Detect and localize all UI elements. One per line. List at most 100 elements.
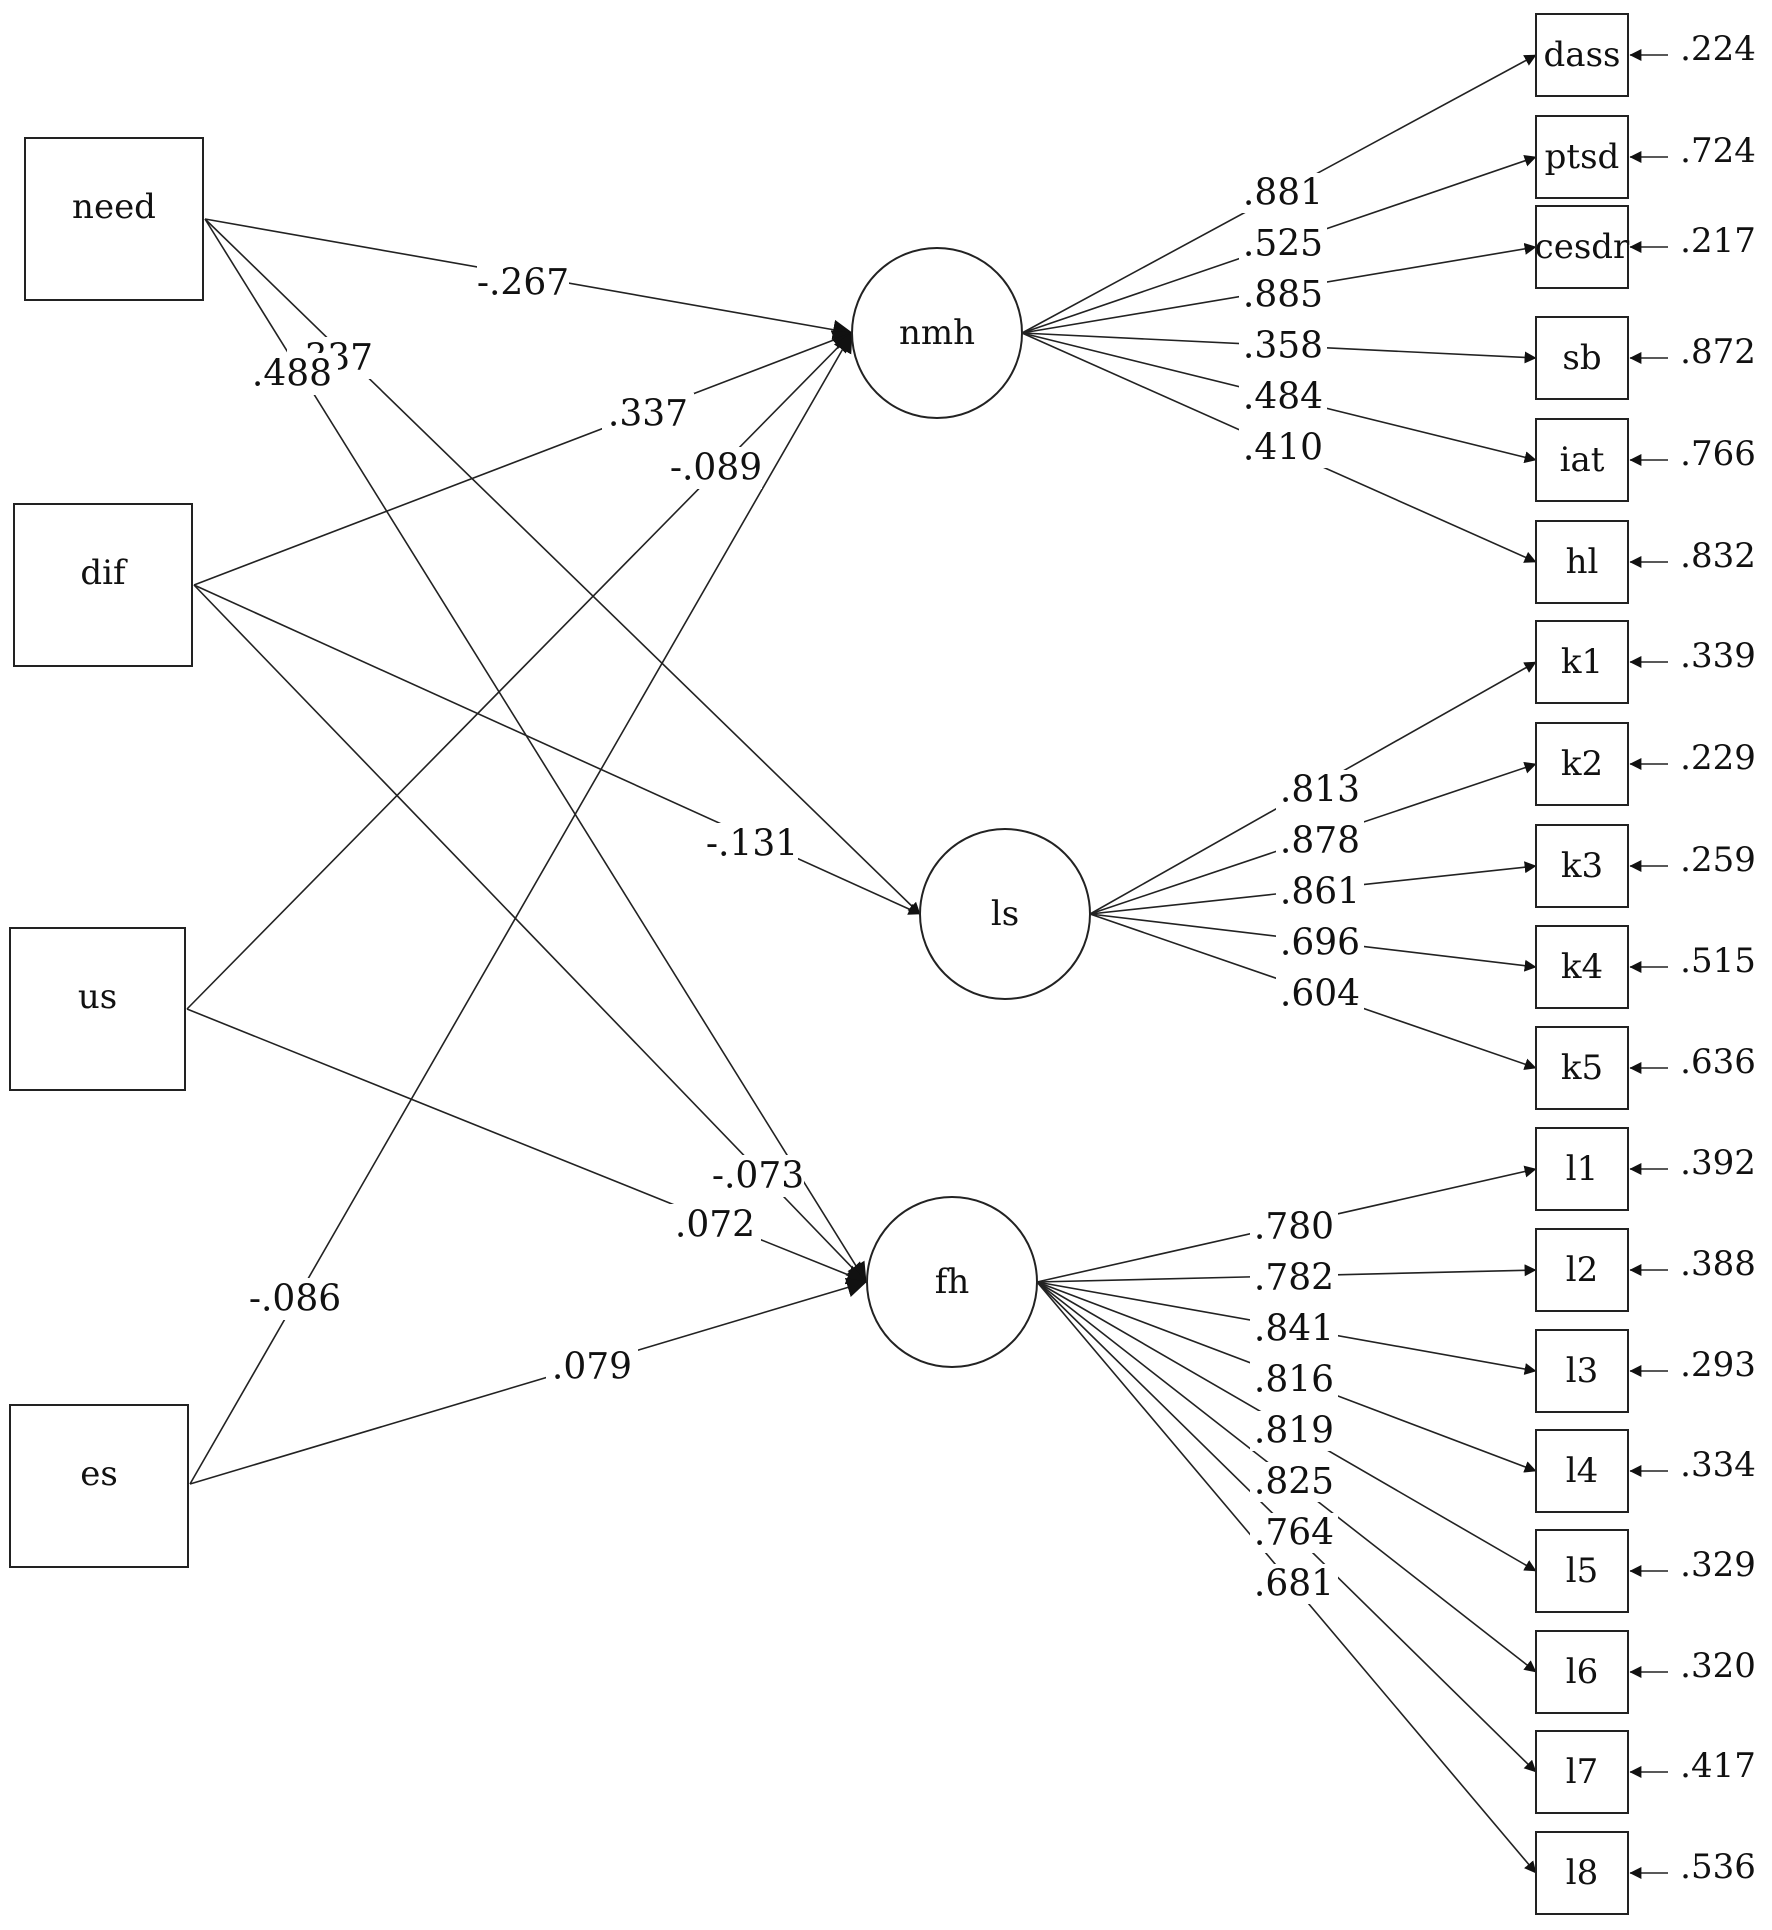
loading-label-k4: .696 [1280, 923, 1360, 964]
exogenous-box-dif [13, 503, 193, 667]
loading-bg [1250, 1258, 1338, 1298]
error-label-sb: .872 [1680, 332, 1756, 372]
loading-bg [1276, 821, 1364, 861]
loading-label-l2: .782 [1254, 1258, 1334, 1299]
indicator-box-l3 [1535, 1329, 1629, 1413]
indicator-label-iat: iat [1560, 440, 1605, 480]
loading-label-hl: .410 [1243, 428, 1323, 469]
loading-label-l8: .681 [1254, 1564, 1334, 1605]
coef-bg [706, 823, 798, 865]
loading-bg [1250, 1564, 1338, 1604]
error-label-l5: .329 [1680, 1545, 1756, 1585]
coef-label-dif-fh: -.073 [712, 1156, 804, 1197]
loading-label-l7: .764 [1254, 1513, 1334, 1554]
loading-label-l3: .841 [1254, 1309, 1334, 1350]
loading-label-ptsd: .525 [1243, 224, 1323, 265]
coef-bg [249, 1278, 341, 1320]
error-label-k3: .259 [1680, 840, 1756, 880]
loading-bg [1239, 224, 1327, 264]
indicator-box-l4 [1535, 1429, 1629, 1513]
indicator-label-dass: dass [1544, 35, 1621, 75]
indicator-label-k3: k3 [1561, 846, 1603, 886]
nodes-layer: dassptsdcesdrsbiathlk1k2k3k4k5l1l2l3l4l5… [9, 13, 1630, 1915]
error-label-k1: .339 [1680, 636, 1756, 676]
indicator-label-l2: l2 [1566, 1250, 1599, 1290]
indicator-box-k1 [1535, 620, 1629, 704]
exogenous-label-es: es [80, 1454, 118, 1494]
exogenous-label-us: us [78, 977, 117, 1017]
exogenous-label-dif: dif [80, 553, 128, 593]
coef-bg [712, 1155, 804, 1197]
indicator-box-cesdr [1535, 205, 1629, 289]
indicator-box-l5 [1535, 1529, 1629, 1613]
error-label-k2: .229 [1680, 738, 1756, 778]
indicator-box-ptsd [1535, 115, 1629, 199]
indicator-box-dass [1535, 13, 1629, 97]
indicator-box-sb [1535, 316, 1629, 400]
loading-bg [1250, 1360, 1338, 1400]
indicator-box-k4 [1535, 925, 1629, 1009]
path-need-fh [204, 218, 867, 1283]
loading-label-l6: .825 [1254, 1462, 1334, 1503]
loading-label-l4: .816 [1254, 1360, 1334, 1401]
path-us-fh [186, 1008, 867, 1285]
indicator-label-l5: l5 [1566, 1551, 1599, 1591]
indicator-label-hl: hl [1566, 542, 1599, 582]
error-label-ptsd: .724 [1680, 131, 1756, 171]
loading-bg [1239, 275, 1327, 315]
path-dif-ls [193, 584, 921, 915]
indicator-box-k3 [1535, 824, 1629, 908]
error-label-l7: .417 [1680, 1746, 1756, 1786]
latent-node-fh [866, 1196, 1038, 1368]
indicator-label-l8: l8 [1566, 1853, 1599, 1893]
path-us-nmh [186, 332, 853, 1010]
error-label-l8: .536 [1680, 1847, 1756, 1887]
coef-bg [546, 1346, 638, 1388]
error-label-cesdr: .217 [1680, 221, 1756, 261]
loading-label-k1: .813 [1280, 770, 1360, 811]
indicator-box-k5 [1535, 1026, 1629, 1110]
error-label-k4: .515 [1680, 941, 1756, 981]
loading-bg [1250, 1513, 1338, 1553]
indicator-box-l6 [1535, 1630, 1629, 1714]
indicator-box-hl [1535, 520, 1629, 604]
latent-label-fh: fh [935, 1262, 969, 1302]
error-label-k5: .636 [1680, 1042, 1756, 1082]
latent-node-nmh [851, 247, 1023, 419]
loading-label-dass: .881 [1243, 173, 1323, 214]
loading-label-iat: .484 [1243, 377, 1323, 418]
loading-label-k5: .604 [1280, 974, 1360, 1015]
indicator-box-l2 [1535, 1228, 1629, 1312]
coef-label-dif-nmh: .337 [608, 394, 688, 435]
error-label-l3: .293 [1680, 1345, 1756, 1385]
loading-label-cesdr: .885 [1243, 275, 1323, 316]
coef-label-need-nmh: -.267 [477, 263, 569, 304]
indicator-label-cesdr: cesdr [1535, 227, 1630, 267]
coef-label-dif-ls: -.131 [706, 824, 798, 865]
error-label-l6: .320 [1680, 1646, 1756, 1686]
loading-label-k2: .878 [1280, 821, 1360, 862]
loading-bg [1239, 428, 1327, 468]
loading-bg [1239, 173, 1327, 213]
exogenous-label-need: need [72, 187, 156, 227]
indicator-label-l7: l7 [1566, 1752, 1599, 1792]
labels-layer: -.267.337.488.337-.131-.073-.089.072-.08… [246, 29, 1756, 1887]
loading-bg [1250, 1462, 1338, 1502]
path-es-fh [189, 1277, 867, 1485]
loading-bg [1250, 1411, 1338, 1451]
loading-bg [1276, 974, 1364, 1014]
indicator-label-l6: l6 [1566, 1652, 1599, 1692]
coef-label-us-nmh: -.089 [670, 448, 762, 489]
loading-bg [1250, 1309, 1338, 1349]
indicator-box-l8 [1535, 1831, 1629, 1915]
coef-label-need-fh: .488 [252, 354, 332, 395]
coef-bg [246, 353, 338, 395]
loading-bg [1250, 1207, 1338, 1247]
coef-bg [477, 262, 569, 304]
exogenous-box-es [9, 1404, 189, 1568]
loading-bg [1239, 377, 1327, 417]
exogenous-box-us [9, 927, 186, 1091]
loading-label-k3: .861 [1280, 872, 1360, 913]
error-label-hl: .832 [1680, 536, 1756, 576]
